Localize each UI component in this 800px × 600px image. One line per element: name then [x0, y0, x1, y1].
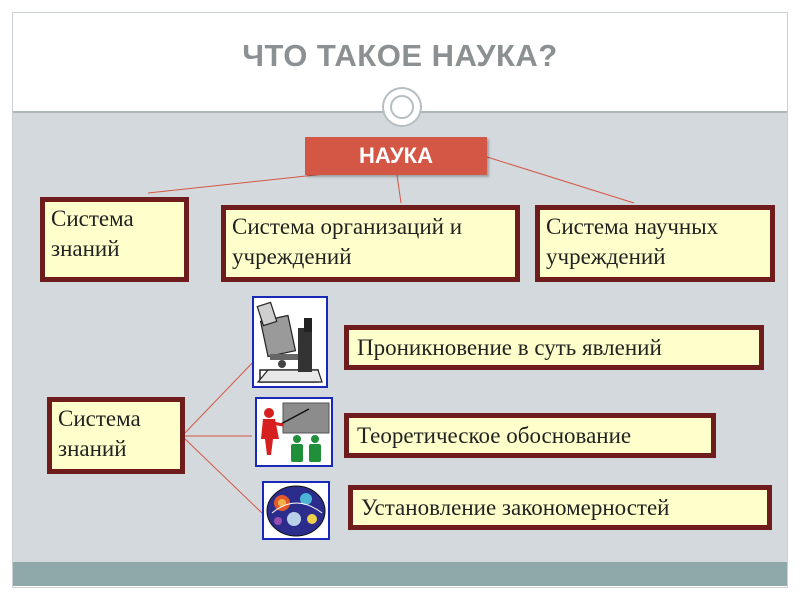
root-node: НАУКА	[305, 137, 487, 175]
cosmos-icon	[262, 481, 330, 540]
microscope-icon	[252, 296, 328, 388]
slide-title: ЧТО ТАКОЕ НАУКА?	[242, 38, 558, 73]
item-box-regularities: Установление закономерностей	[348, 485, 772, 530]
slide-footer	[13, 562, 787, 586]
item-box-theoretical: Теоретическое обоснование	[344, 413, 716, 458]
top-box-scientific-institutions: Система научных учреждений	[535, 205, 775, 282]
left-box-knowledge-system: Система знаний	[47, 397, 185, 474]
top-box-knowledge-system: Система знаний	[40, 197, 189, 282]
item-box-penetration: Проникновение в суть явлений	[344, 325, 764, 370]
teacher-blackboard-icon	[255, 397, 333, 467]
divider-circle-inner	[390, 95, 414, 119]
top-box-organizations: Система организаций и учреждений	[221, 205, 520, 282]
divider-circle-icon	[382, 87, 422, 127]
